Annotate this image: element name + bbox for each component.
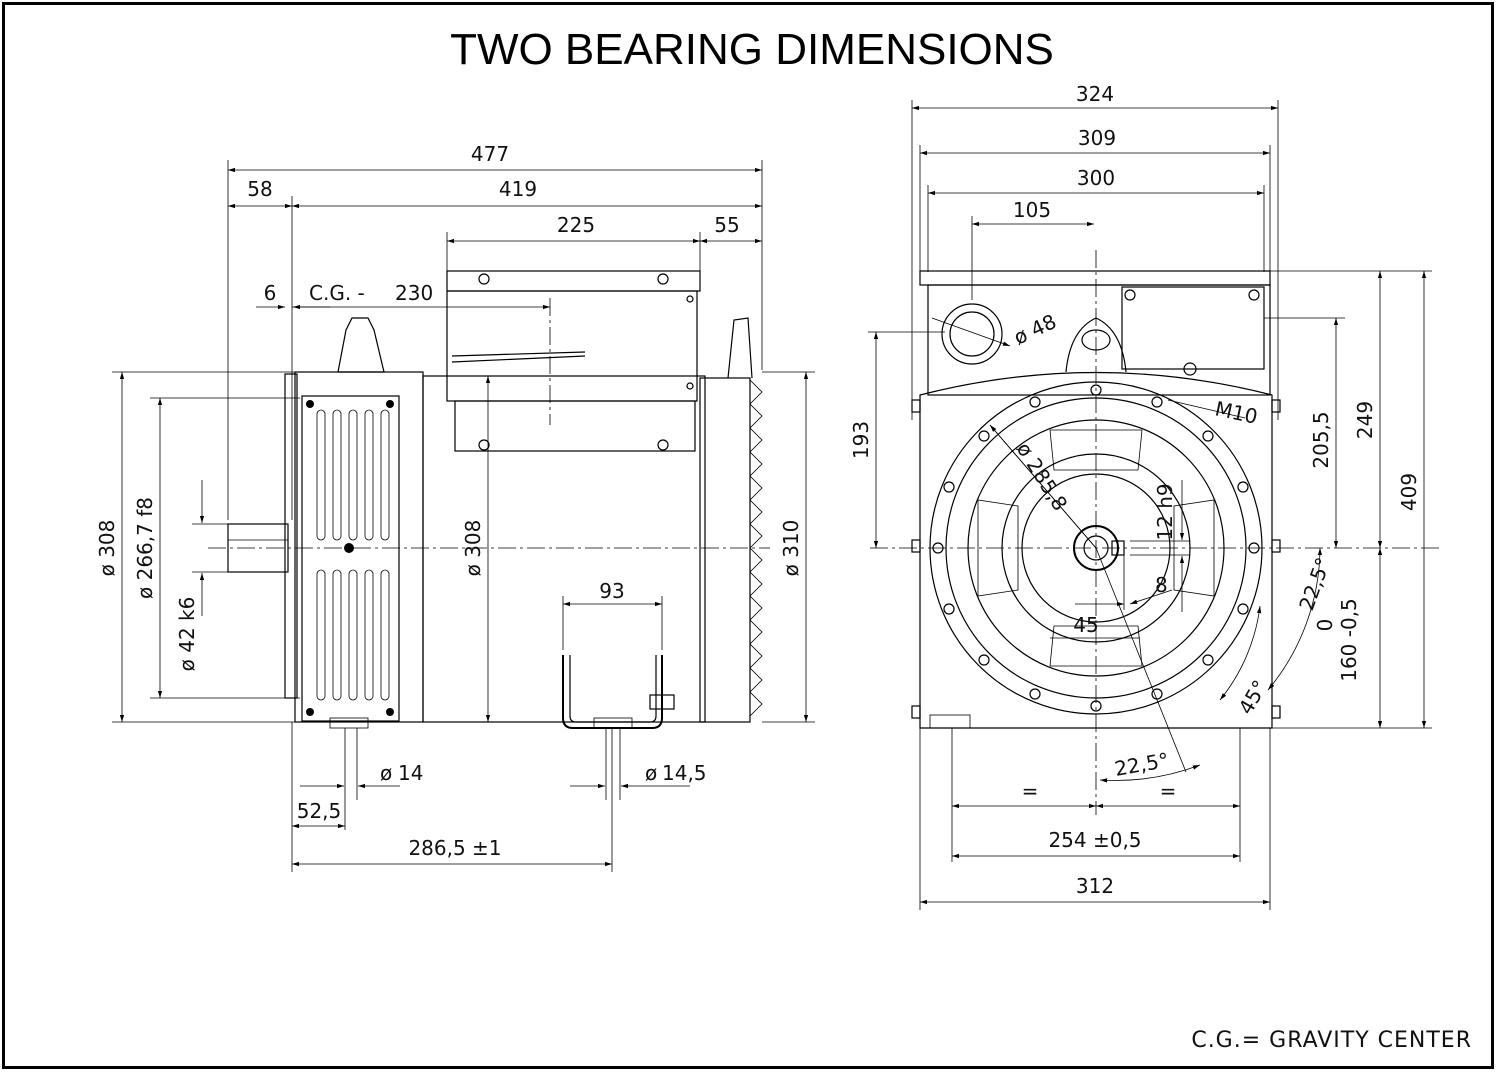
dim-body-diameter-label: ø 308 (461, 520, 485, 577)
dim-rear-offset: 55 (714, 213, 739, 237)
dim-flange-offset: 6 (264, 281, 277, 305)
dim-foot-front-offset: 52,5 (297, 799, 342, 823)
dim-thread: M10 (1213, 396, 1260, 428)
dim-spigot-diameter-label: ø 266,7 f8 (133, 497, 157, 599)
dim-angle-upper: 22,5° (1294, 554, 1335, 613)
dim-width-300: 300 (1077, 166, 1115, 190)
dim-foot-slot-width: 93 (599, 579, 624, 603)
dim-pcd: 285,8 (1022, 454, 1073, 515)
dim-fan-diameter: 310 (779, 520, 803, 558)
dim-equal-right: = (1160, 779, 1177, 803)
dim-pcd-label: ø 285,8 (1012, 438, 1073, 515)
dim-shaft-diameter-label: ø 42 k6 (175, 597, 199, 672)
dim-centre-height: 160 -0,5 (1337, 598, 1361, 682)
dim-foot-width: 312 (1076, 874, 1114, 898)
dim-overall-length: 477 (471, 142, 509, 166)
dim-centre-height-tolerance: 0 (1313, 619, 1337, 632)
cg-label: C.G. - (309, 281, 365, 305)
dim-overall-width: 324 (1076, 82, 1114, 106)
dim-flange-diameter: 308 (95, 520, 119, 558)
dim-height-249: 249 (1353, 401, 1377, 439)
dim-body-diameter: 308 (461, 520, 485, 558)
cg-value: 230 (395, 281, 433, 305)
dim-foot-spacing: 286,5 ±1 (408, 836, 501, 860)
dim-flange-diameter-label: ø 308 (95, 520, 119, 577)
dim-height-409: 409 (1397, 473, 1421, 511)
legend-note: C.G.= GRAVITY CENTER (1191, 1028, 1472, 1053)
dim-shaft-height: 45 (1073, 613, 1098, 637)
dim-hole-front: 14 (398, 761, 423, 785)
dim-hole-rear: 14,5 (662, 761, 707, 785)
dim-spigot-diameter: 266,7 f8 (133, 497, 157, 580)
dim-gland-offset: 105 (1013, 198, 1051, 222)
dim-key-width: 12 h9 (1153, 483, 1177, 540)
dim-foot-spacing-end: 254 ±0,5 (1048, 828, 1141, 852)
dim-hole-front-symbol: ø (380, 761, 392, 785)
dim-equal-left: = (1022, 779, 1039, 803)
dim-gland-diameter-label: ø 48 (1010, 309, 1060, 349)
dim-fan-diameter-label: ø 310 (779, 520, 803, 577)
dim-hole-rear-symbol: ø (645, 761, 657, 785)
dim-body-length: 419 (499, 177, 537, 201)
side-view: 477 58 419 225 55 6 C.G. - 230 (95, 142, 815, 872)
dim-terminal-box-length: 225 (557, 213, 595, 237)
page-title: TWO BEARING DIMENSIONS (450, 25, 1054, 74)
dim-height-205-5: 205,5 (1309, 411, 1333, 468)
dim-height-193: 193 (849, 421, 873, 459)
dim-shaft-diameter: 42 k6 (175, 597, 199, 653)
dim-angle-45: 45° (1234, 676, 1273, 719)
dim-key-depth: 8 (1155, 573, 1168, 597)
dim-shaft-extension: 58 (247, 177, 272, 201)
end-view: 324 309 300 105 ø 48 (849, 82, 1440, 910)
dim-width-309: 309 (1078, 126, 1116, 150)
